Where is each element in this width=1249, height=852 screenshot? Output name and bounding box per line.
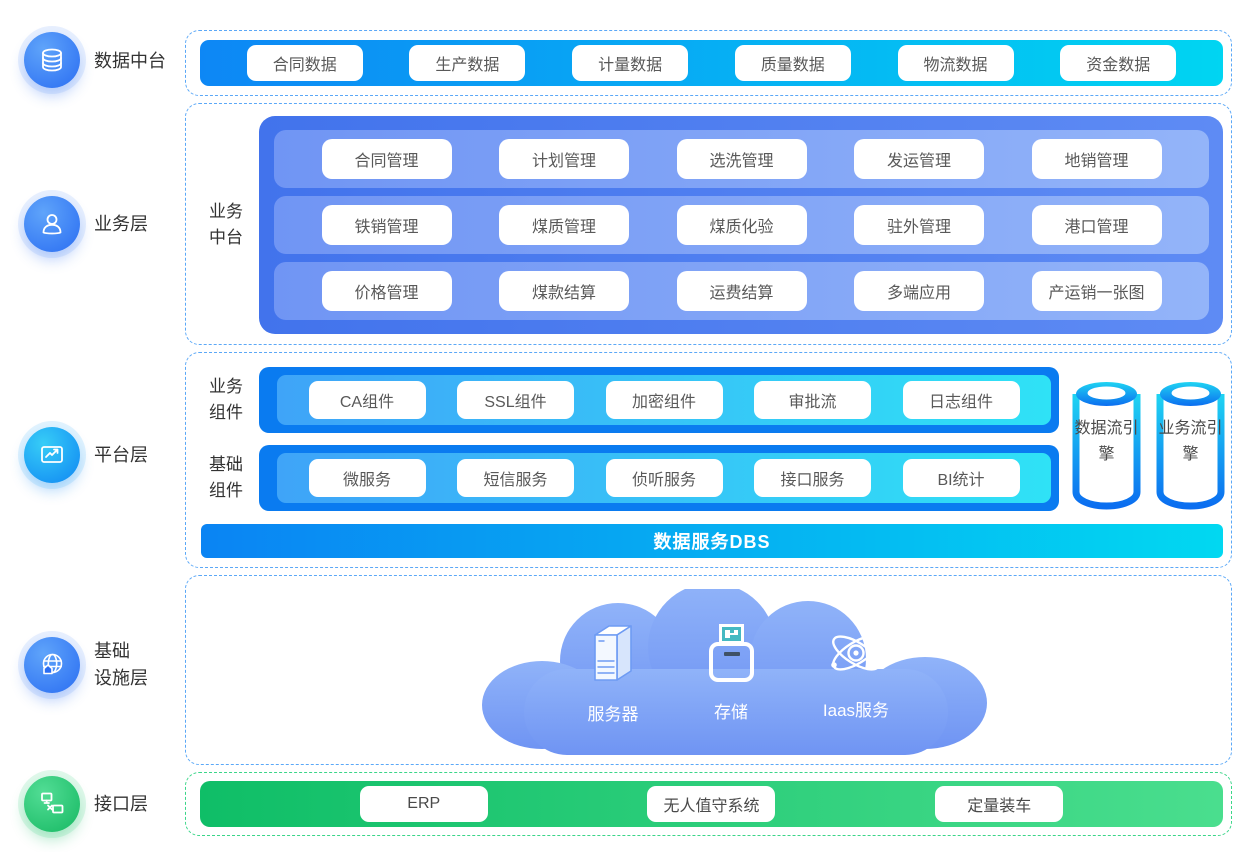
business-item: 驻外管理	[854, 205, 984, 245]
interface-layer-section: ERP 无人值守系统 定量装车	[185, 772, 1232, 836]
business-item: 运费结算	[676, 271, 807, 311]
storage-node: 存储	[676, 621, 786, 723]
interface-item: ERP	[359, 786, 488, 822]
platform-layer-section: 业务 组件 基础 组件 CA组件 SSL组件 加密组件 审批流 日志组件 微服务…	[185, 352, 1232, 568]
business-item: 地销管理	[1031, 139, 1162, 179]
platform-item: 短信服务	[457, 459, 574, 497]
server-icon	[585, 625, 641, 693]
platform-item: 侦听服务	[605, 459, 723, 497]
business-components-row: CA组件 SSL组件 加密组件 审批流 日志组件	[259, 367, 1059, 433]
platform-item: 接口服务	[754, 459, 871, 497]
business-item: 计划管理	[499, 139, 629, 179]
atom-icon	[824, 635, 888, 689]
platform-item: SSL组件	[457, 381, 574, 419]
layer-label-infrastructure: 基础 设施层	[94, 641, 148, 688]
business-flow-engine-cylinder: 业务流引擎	[1153, 376, 1228, 513]
basic-components-row: 微服务 短信服务 侦听服务 接口服务 BI统计	[259, 445, 1059, 511]
basic-components-label: 基础 组件	[209, 455, 243, 500]
chart-icon	[24, 427, 80, 483]
server-node: 服务器	[558, 617, 668, 725]
infrastructure-layer-section: 服务器 存储	[185, 575, 1232, 765]
data-item: 合同数据	[246, 45, 363, 81]
globe-icon	[24, 637, 80, 693]
data-item: 质量数据	[734, 45, 851, 81]
data-item: 物流数据	[897, 45, 1014, 81]
iaas-node: Iaas服务	[794, 621, 918, 721]
business-row: 合同管理 计划管理 选洗管理 发运管理 地销管理	[274, 130, 1209, 188]
data-flow-engine-cylinder: 数据流引擎	[1069, 376, 1144, 513]
iaas-label: Iaas服务	[822, 701, 890, 720]
layer-label-interface: 接口层	[94, 794, 148, 814]
business-components-label: 业务 组件	[209, 377, 243, 422]
business-item: 多端应用	[854, 271, 984, 311]
platform-item: BI统计	[902, 459, 1020, 497]
data-layer-section: 合同数据 生产数据 计量数据 质量数据 物流数据 资金数据	[185, 30, 1232, 96]
platform-item: 审批流	[754, 381, 871, 419]
business-row: 价格管理 煤款结算 运费结算 多端应用 产运销一张图	[274, 262, 1209, 320]
business-item: 煤质管理	[499, 205, 629, 245]
data-item: 资金数据	[1060, 45, 1177, 81]
business-middle-platform-container: 合同管理 计划管理 选洗管理 发运管理 地销管理 铁销管理 煤质管理 煤质化验 …	[259, 116, 1223, 334]
business-item: 煤质化验	[676, 205, 807, 245]
business-item: 发运管理	[854, 139, 984, 179]
business-row: 铁销管理 煤质管理 煤质化验 驻外管理 港口管理	[274, 196, 1209, 254]
business-item: 煤款结算	[499, 271, 629, 311]
platform-item: 微服务	[308, 459, 426, 497]
business-item: 产运销一张图	[1031, 271, 1162, 311]
business-item: 价格管理	[321, 271, 452, 311]
layer-label-business: 业务层	[94, 214, 148, 234]
storage-icon	[704, 624, 758, 691]
dbs-service-bar: 数据服务DBS	[201, 524, 1223, 558]
platform-item: 日志组件	[902, 381, 1020, 419]
layer-label-data: 数据中台	[94, 51, 166, 71]
business-layer-section: 业务 中台 合同管理 计划管理 选洗管理 发运管理 地销管理 铁销管理 煤质管理…	[185, 103, 1232, 345]
business-item: 选洗管理	[676, 139, 807, 179]
server-label: 服务器	[587, 705, 639, 724]
data-item: 生产数据	[409, 45, 526, 81]
platform-item: 加密组件	[605, 381, 723, 419]
infrastructure-cloud: 服务器 存储	[476, 589, 991, 761]
network-icon	[24, 776, 80, 832]
data-layer-band: 合同数据 生产数据 计量数据 质量数据 物流数据 资金数据	[200, 40, 1223, 86]
engine-label: 数据流引擎	[1074, 420, 1139, 463]
data-item: 计量数据	[572, 45, 689, 81]
interface-item: 定量装车	[935, 786, 1064, 822]
interface-item: 无人值守系统	[647, 786, 776, 822]
layer-label-platform: 平台层	[94, 445, 148, 465]
user-icon	[24, 196, 80, 252]
business-item: 铁销管理	[321, 205, 452, 245]
business-item: 港口管理	[1031, 205, 1162, 245]
business-item: 合同管理	[321, 139, 452, 179]
platform-item: CA组件	[308, 381, 426, 419]
database-icon	[24, 32, 80, 88]
storage-label: 存储	[714, 703, 748, 722]
engine-label: 业务流引擎	[1158, 420, 1223, 463]
interface-layer-band: ERP 无人值守系统 定量装车	[200, 781, 1223, 827]
business-middle-platform-label: 业务 中台	[209, 202, 243, 247]
